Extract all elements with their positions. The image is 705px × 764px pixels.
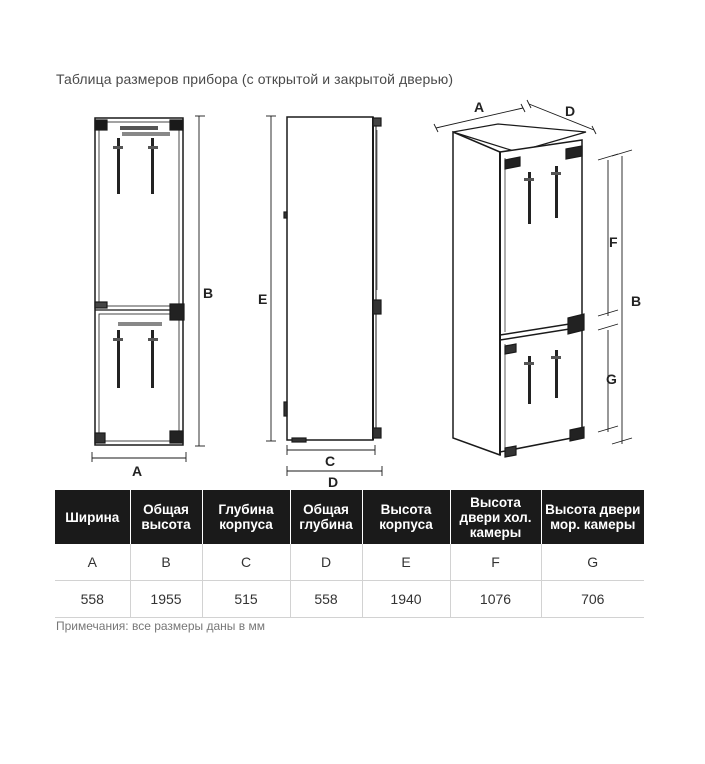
table-header-row: Ширина Общая высота Глубина корпуса Обща…	[55, 490, 644, 544]
perspective-view	[452, 123, 587, 458]
dimensions-table: Ширина Общая высота Глубина корпуса Обща…	[55, 490, 644, 618]
table-cell: 1940	[362, 580, 451, 618]
table-cell: 1076	[450, 580, 542, 618]
front-view	[94, 117, 185, 446]
table-cell: 558	[55, 580, 131, 618]
table-cell: D	[290, 544, 363, 581]
front-height-label: B	[203, 285, 213, 301]
side-depth-total-label: D	[328, 474, 338, 490]
header-fridge-door-height: Высота двери хол. камеры	[450, 490, 542, 544]
persp-lower-door-label: G	[606, 371, 617, 387]
table-cell: F	[450, 544, 542, 581]
table-cell: A	[55, 544, 131, 581]
header-width: Ширина	[55, 490, 131, 544]
perspective-dims	[433, 99, 633, 445]
table-row: A B C D E F G	[55, 544, 644, 581]
header-body-depth: Глубина корпуса	[202, 490, 291, 544]
persp-depth-label: D	[565, 103, 575, 119]
table-cell: E	[362, 544, 451, 581]
header-total-depth: Общая глубина	[290, 490, 363, 544]
footnote: Примечания: все размеры даны в мм	[56, 619, 265, 633]
front-dims	[91, 115, 205, 462]
table-cell: 706	[541, 580, 644, 618]
side-view	[283, 116, 382, 443]
table-row: 558 1955 515 558 1940 1076 706	[55, 580, 644, 618]
table-cell: 558	[290, 580, 363, 618]
side-dims	[266, 115, 383, 476]
table-cell: B	[130, 544, 203, 581]
table-cell: G	[541, 544, 644, 581]
side-height-label: E	[258, 291, 267, 307]
front-width-label: A	[132, 463, 142, 479]
side-depth-body-label: C	[325, 453, 335, 469]
dimensions-drawing: B A E C D A D F B G	[91, 99, 641, 490]
header-body-height: Высота корпуса	[362, 490, 451, 544]
header-total-height: Общая высота	[130, 490, 203, 544]
header-freezer-door-height: Высота двери мор. камеры	[541, 490, 644, 544]
persp-upper-door-label: F	[609, 234, 618, 250]
page-title: Таблица размеров прибора (с открытой и з…	[56, 71, 454, 87]
persp-width-label: A	[474, 99, 484, 115]
table-cell: 515	[202, 580, 291, 618]
table-cell: C	[202, 544, 291, 581]
table-cell: 1955	[130, 580, 203, 618]
persp-total-height-label: B	[631, 293, 641, 309]
